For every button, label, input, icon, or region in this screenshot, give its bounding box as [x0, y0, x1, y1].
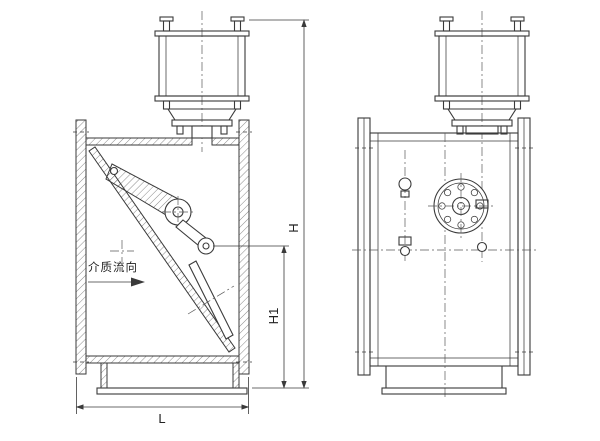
valve-disc — [188, 260, 234, 340]
dim-H-label: H — [286, 223, 301, 232]
flow-direction: 介质流向 — [88, 260, 145, 287]
dimension-L: L — [75, 377, 250, 426]
seat-diagonal — [88, 146, 236, 353]
dimension-H: H — [249, 19, 309, 389]
left-view: 介质流向 — [73, 11, 252, 395]
left-actuator-cylinder — [154, 11, 250, 152]
vent-plug-icon — [475, 199, 489, 209]
disc-pivot — [197, 237, 215, 255]
right-view — [352, 11, 538, 398]
side-flange — [428, 173, 494, 239]
fittings — [398, 150, 489, 262]
gauge-fitting-icon — [398, 177, 412, 191]
left-valve-body — [73, 119, 252, 395]
dimension-H1: H1 — [213, 245, 289, 389]
dim-H1-label: H1 — [266, 308, 281, 325]
right-actuator-cylinder — [434, 11, 530, 262]
left-internal-mechanism — [88, 146, 236, 353]
flow-direction-label: 介质流向 — [88, 260, 138, 274]
dim-L-label: L — [158, 411, 165, 426]
drain-plug-icon — [398, 236, 412, 246]
flow-arrow-icon — [131, 277, 145, 287]
right-valve-body — [352, 117, 538, 398]
